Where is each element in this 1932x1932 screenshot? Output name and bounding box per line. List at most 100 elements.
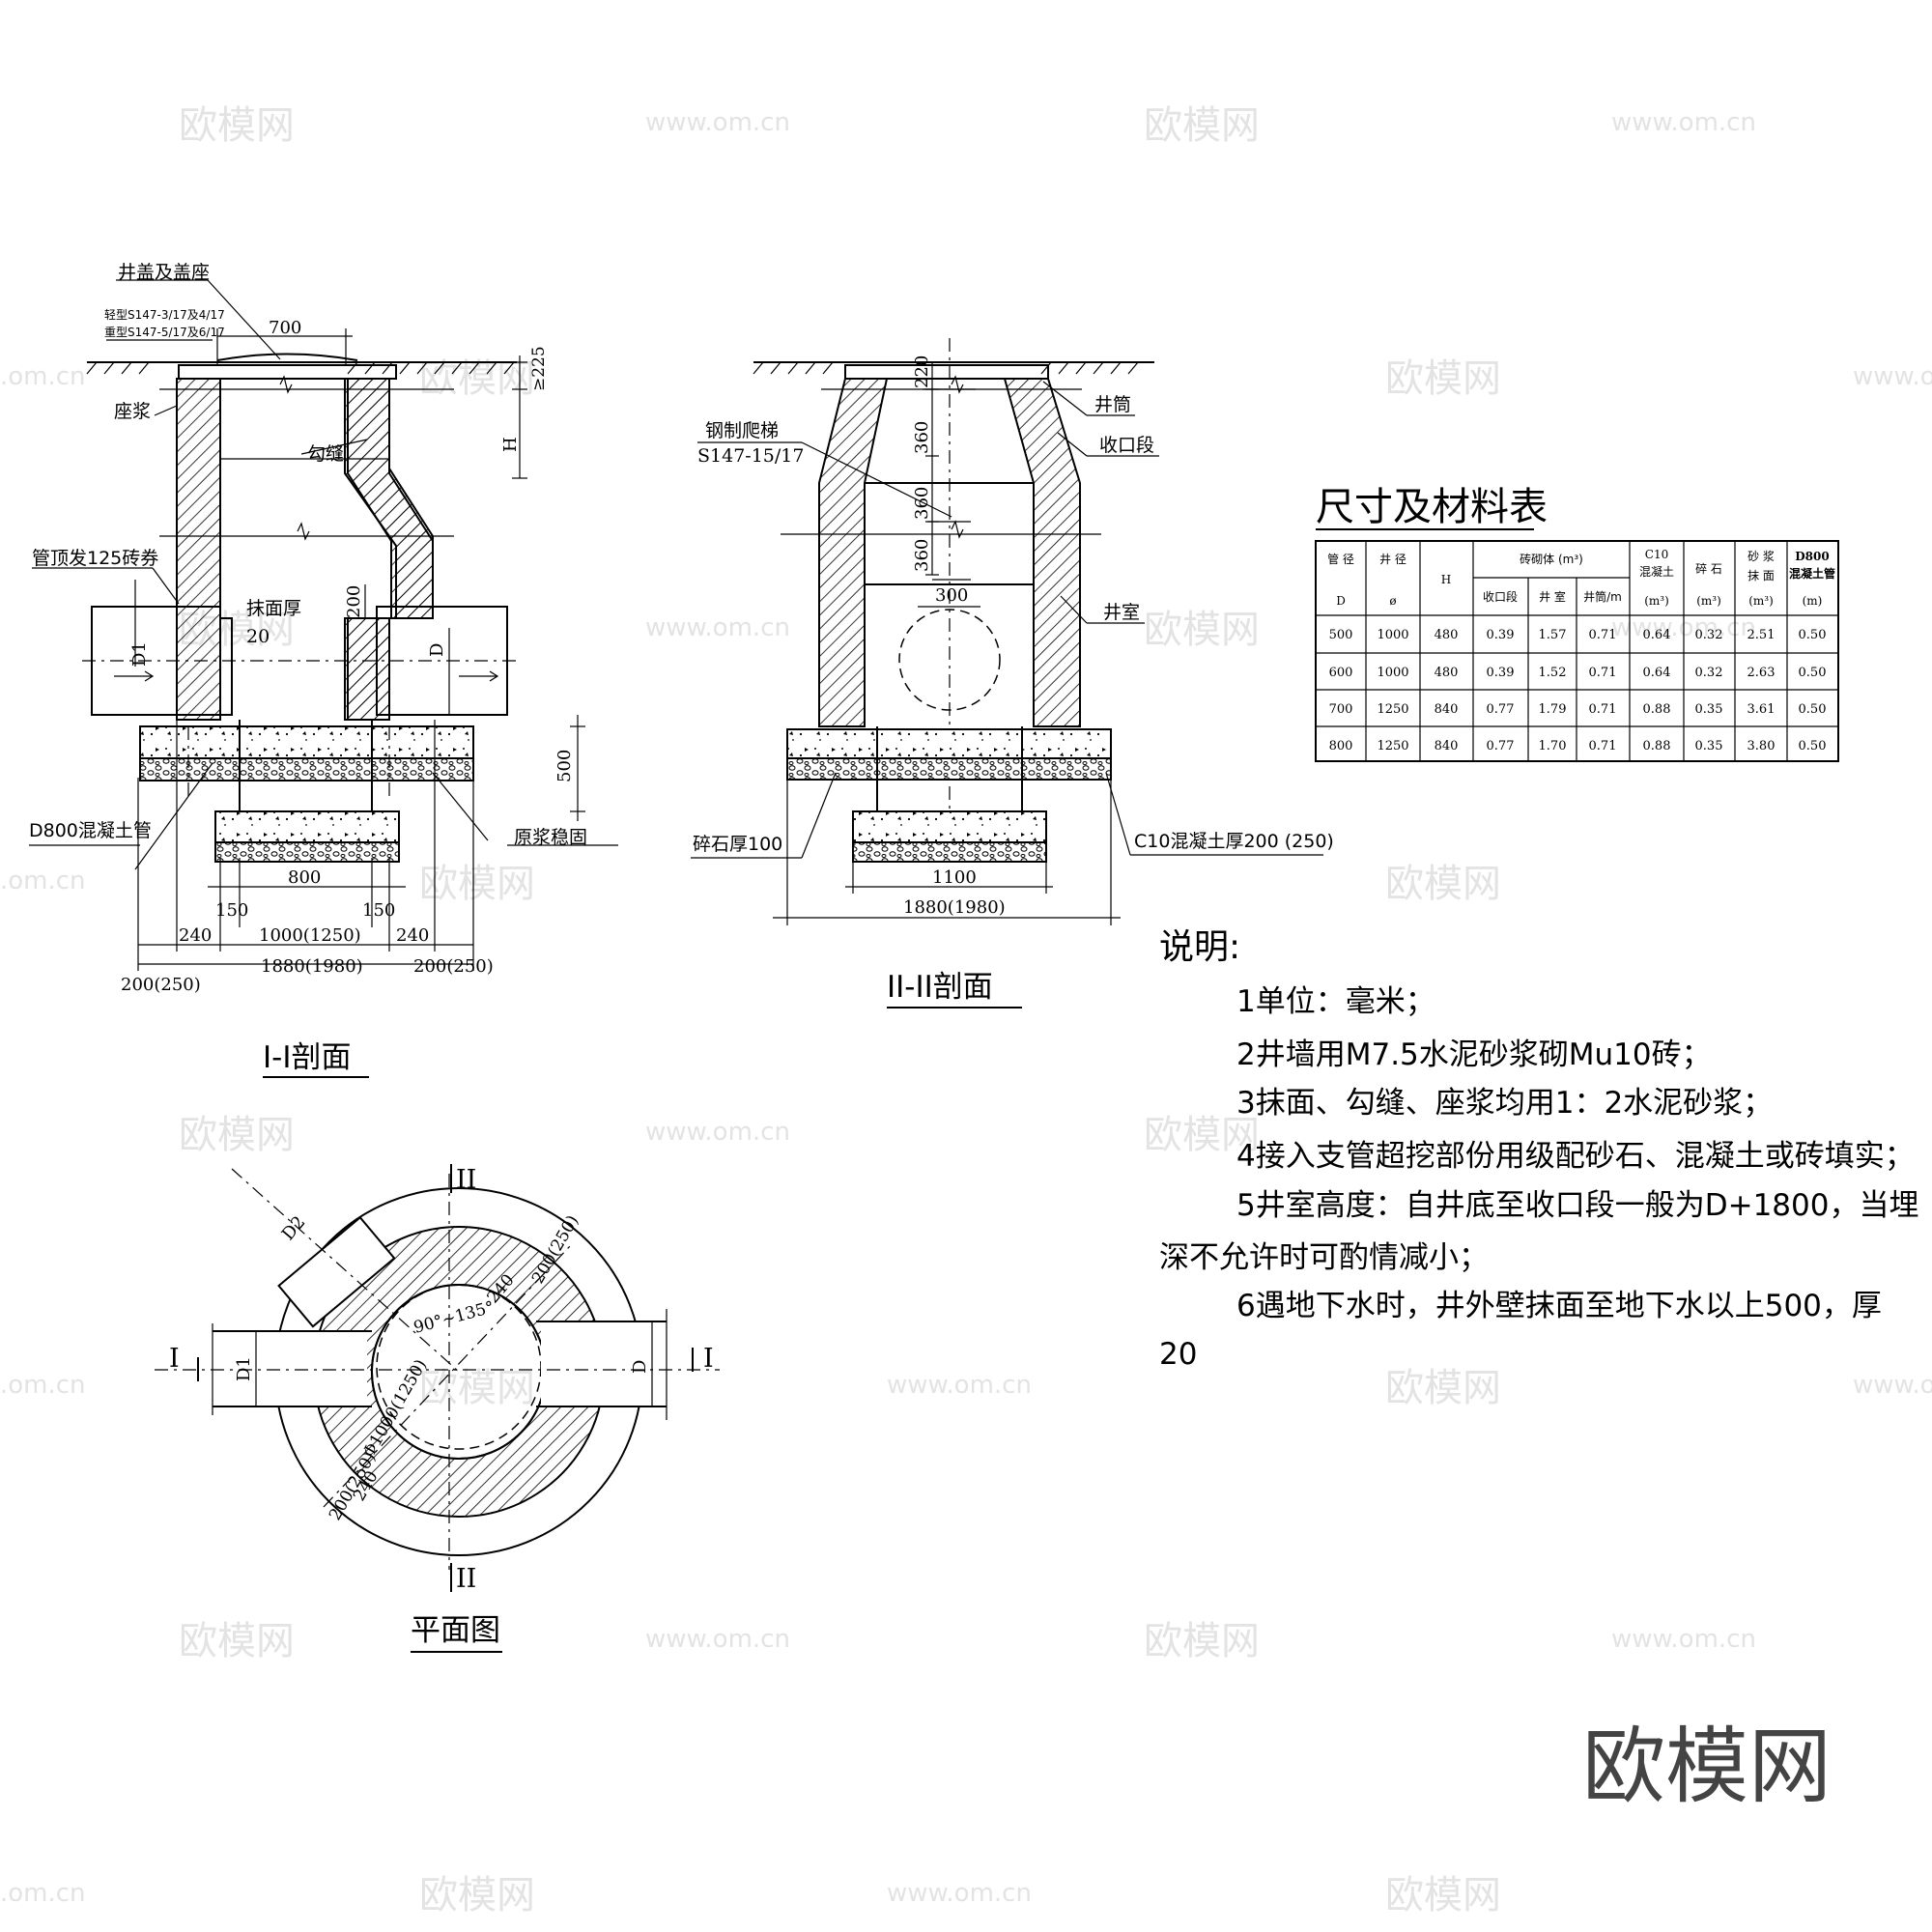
th-well-dia-sym: ø xyxy=(1389,594,1396,608)
dim-1880: 1880(1980) xyxy=(903,897,1006,918)
dim-360-c: 360 xyxy=(912,539,932,572)
dim-240-left: 240 xyxy=(179,925,212,946)
watermark-brand: 欧模网 xyxy=(419,862,535,906)
label-plaster-thk: 20 xyxy=(246,626,270,647)
table-cell: 500 xyxy=(1329,628,1353,642)
watermark-layer: 欧模网 www.om.cn 欧模网 www.om.cn .om.cn 欧模网 欧… xyxy=(0,103,1932,1918)
table-cell: 2.51 xyxy=(1747,628,1776,642)
watermark-brand: 欧模网 xyxy=(179,103,295,148)
watermark-url-partial: .om.cn xyxy=(0,867,86,895)
caption-section-2: II-II剖面 xyxy=(887,970,993,1005)
table-cell: 3.80 xyxy=(1747,739,1776,753)
plan-label-sec1-left: I xyxy=(169,1344,180,1374)
dim-H: H xyxy=(500,437,521,452)
table-cell: 0.39 xyxy=(1487,628,1515,642)
dim-1000: 1000(1250) xyxy=(259,925,361,946)
note-6a: 6遇地下水时，井外壁抹面至地下水以上500，厚 xyxy=(1236,1289,1882,1323)
th-pipe-u: (m) xyxy=(1803,594,1823,608)
th-chamber: 井 室 xyxy=(1539,589,1566,604)
watermark-url: www.om.cn xyxy=(645,1625,790,1654)
table-cell: 0.50 xyxy=(1799,628,1827,642)
table-cell: 0.50 xyxy=(1799,666,1827,680)
label-chamber: 井室 xyxy=(1103,602,1140,623)
plan-label-D1: D1 xyxy=(234,1356,254,1381)
label-cover: 井盖及盖座 xyxy=(118,262,210,283)
table-cell: 840 xyxy=(1435,739,1459,753)
table-cell: 0.64 xyxy=(1643,666,1671,680)
label-taper: 收口段 xyxy=(1099,435,1154,456)
label-plaster: 抹面厚 xyxy=(246,598,301,619)
watermark-brand: 欧模网 xyxy=(1144,1619,1260,1663)
watermark-brand: 欧模网 xyxy=(1144,608,1260,652)
table-cell: 840 xyxy=(1435,702,1459,717)
watermark-brand: 欧模网 xyxy=(1385,1366,1501,1410)
table-cell: 0.71 xyxy=(1589,628,1617,642)
dim-360-a: 360 xyxy=(912,421,932,454)
table-title: 尺寸及材料表 xyxy=(1316,485,1548,529)
watermark-brand: 欧模网 xyxy=(179,1619,295,1663)
plan-label-sec1-right: I xyxy=(703,1344,714,1374)
watermark-url: www.om.cn xyxy=(887,1371,1032,1400)
table-cell: 0.35 xyxy=(1695,702,1723,717)
table-cell: 0.50 xyxy=(1799,702,1827,717)
watermark-url: www.om.cn xyxy=(645,1118,790,1147)
note-1: 1单位：毫米； xyxy=(1236,984,1435,1019)
label-ladder-code: S147-15/17 xyxy=(697,445,804,467)
dim-1100: 1100 xyxy=(932,867,977,888)
notes-heading: 说明: xyxy=(1159,927,1240,967)
dim-200-right: 200(250) xyxy=(413,956,494,977)
label-arch: 管顶发125砖券 xyxy=(32,548,158,569)
watermark-url: www.om.cn xyxy=(1611,108,1756,137)
plan-label-sec2-top: II xyxy=(456,1165,476,1195)
table-cell: 700 xyxy=(1329,702,1353,717)
caption-plan: 平面图 xyxy=(411,1613,500,1648)
dim-500: 500 xyxy=(554,750,575,782)
table-cell: 0.77 xyxy=(1487,702,1515,717)
watermark-url: www.om.cn xyxy=(1611,1625,1756,1654)
label-concrete: C10混凝土厚200 (250) xyxy=(1134,831,1334,852)
plan-view: II II I I D1 D D2 90°~135° 240 200(250) … xyxy=(155,1164,720,1653)
table-cell: 0.39 xyxy=(1487,666,1515,680)
table-cell: 0.71 xyxy=(1589,702,1617,717)
th-taper: 收口段 xyxy=(1483,589,1518,604)
table-cell: 0.50 xyxy=(1799,739,1827,753)
table-cell: 2.63 xyxy=(1747,666,1776,680)
plan-label-D: D xyxy=(630,1360,650,1374)
label-grout: 原浆稳固 xyxy=(514,827,587,848)
table-cell: 0.71 xyxy=(1589,739,1617,753)
dim-1880: 1880(1980) xyxy=(261,956,363,977)
table-cell: 0.77 xyxy=(1487,739,1515,753)
th-pipe-dia: 管 径 xyxy=(1327,552,1354,566)
table-cell: 480 xyxy=(1435,628,1459,642)
label-shaft: 井筒 xyxy=(1094,394,1131,415)
watermark-url-partial: .om.cn xyxy=(0,362,86,391)
note-6b: 20 xyxy=(1159,1337,1197,1372)
table-cell: 3.61 xyxy=(1747,702,1776,717)
th-H: H xyxy=(1441,573,1451,586)
section-2-2: 钢制爬梯 S147-15/17 井筒 收口段 井室 碎石厚100 C10混凝土厚… xyxy=(691,338,1334,1009)
dim-360-b: 360 xyxy=(912,487,932,520)
watermark-brand: 欧模网 xyxy=(1385,356,1501,401)
table-cell: 800 xyxy=(1329,739,1353,753)
dim-D: D xyxy=(427,643,447,657)
label-pointing: 勾缝 xyxy=(307,443,344,465)
note-4: 4接入支管超挖部份用级配砂石、混凝土或砖填实； xyxy=(1236,1139,1915,1174)
table-cell: 1000 xyxy=(1377,666,1408,680)
dim-700: 700 xyxy=(269,318,301,338)
dim-240-right: 240 xyxy=(396,925,429,946)
table-cell: 0.32 xyxy=(1695,628,1723,642)
table-cell: 1000 xyxy=(1377,628,1408,642)
plan-label-sec2-bottom: II xyxy=(456,1564,476,1594)
label-cover-heavy: 重型S147-5/17及6/17 xyxy=(104,326,225,339)
th-mortar-b: 抹 面 xyxy=(1747,569,1775,582)
th-gravel-u: (m³) xyxy=(1696,594,1721,608)
watermark-url-partial: .om.cn xyxy=(0,1371,86,1400)
materials-table: 尺寸及材料表 管 径 D 井 径 ø H 砖砌体 (m³) 收口段 xyxy=(1315,485,1839,762)
table-cell: 0.88 xyxy=(1643,739,1671,753)
watermark-brand: 欧模网 xyxy=(419,1873,535,1918)
table-cell: 1.52 xyxy=(1539,666,1567,680)
table-cell: 600 xyxy=(1329,666,1353,680)
th-well-dia: 井 径 xyxy=(1379,553,1406,566)
watermark-url: www.om.cn xyxy=(645,613,790,642)
